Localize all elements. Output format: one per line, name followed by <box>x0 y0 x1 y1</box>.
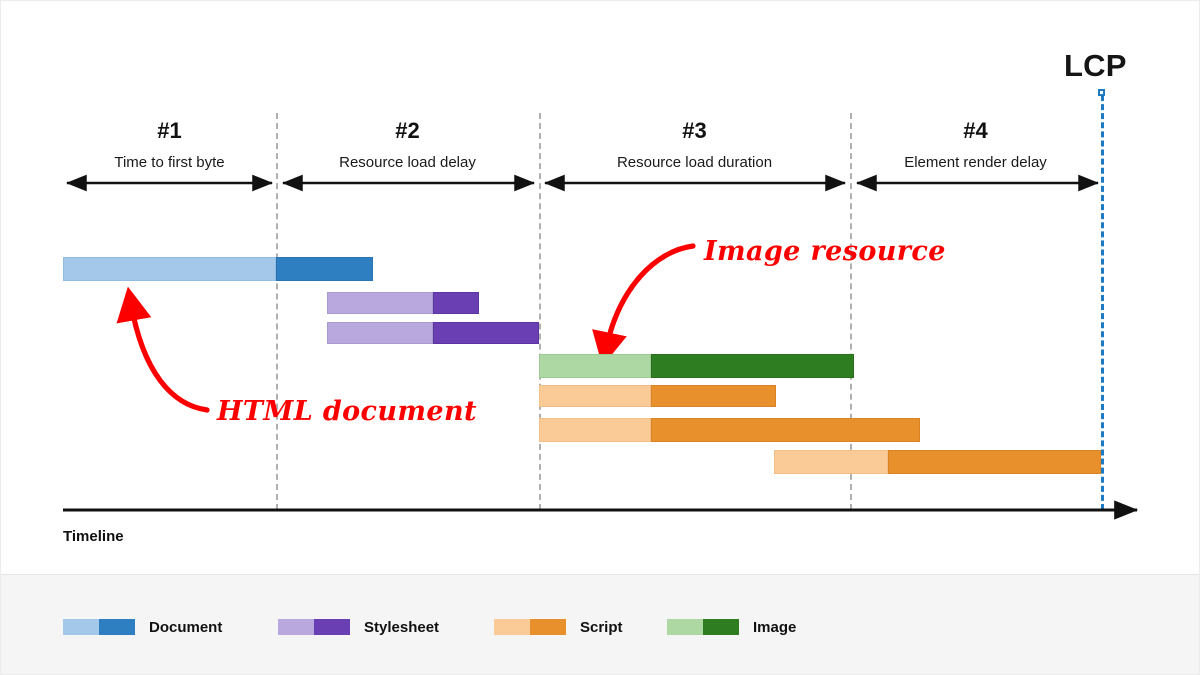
legend-panel: Document Stylesheet Script Image <box>1 574 1199 674</box>
annotation-html-document: HTML document <box>217 396 477 427</box>
phase-divider-3 <box>850 113 852 510</box>
legend-item-stylesheet: Stylesheet <box>278 618 439 636</box>
phase-header-2: #2 Resource load delay <box>276 118 539 171</box>
bar-stylesheet-1 <box>327 292 479 314</box>
phase-header-3: #3 Resource load duration <box>539 118 850 171</box>
phase-divider-2 <box>539 113 541 510</box>
bar-segment-dark <box>888 450 1101 474</box>
bar-segment-light <box>327 292 433 314</box>
bar-segment-dark <box>651 385 776 407</box>
bar-segment-dark <box>276 257 373 281</box>
bar-segment-dark <box>433 322 539 344</box>
phase-name-2: Resource load delay <box>339 154 476 171</box>
html-document-callout-arrow <box>116 286 210 413</box>
bar-segment-dark <box>433 292 479 314</box>
diagram-overlay <box>63 174 1139 520</box>
phase-name-1: Time to first byte <box>114 154 225 171</box>
bar-segment-light <box>774 450 888 474</box>
phase-divider-1 <box>276 113 278 510</box>
plot-area: LCP #1 Time to first byte #2 Resource lo… <box>1 1 1199 574</box>
script-swatch-icon <box>494 619 566 635</box>
bar-segment-light <box>539 385 651 407</box>
legend-item-document: Document <box>63 618 222 636</box>
bar-script-1 <box>539 385 776 407</box>
bar-segment-light <box>539 354 651 378</box>
bar-segment-light <box>63 257 276 281</box>
legend-label-image: Image <box>753 618 797 636</box>
phase-number-1: #1 <box>157 118 182 143</box>
bar-script-2 <box>539 418 920 442</box>
bar-html-document <box>63 257 373 281</box>
phase-header-1: #1 Time to first byte <box>63 118 276 171</box>
bar-stylesheet-2 <box>327 322 539 344</box>
lcp-vertical-line <box>1101 95 1104 510</box>
phase-number-4: #4 <box>963 118 988 143</box>
bar-segment-light <box>539 418 651 442</box>
phase-number-2: #2 <box>395 118 420 143</box>
document-swatch-icon <box>63 619 135 635</box>
legend-label-stylesheet: Stylesheet <box>364 618 440 636</box>
annotation-image-resource: Image resource <box>704 236 946 267</box>
legend-label-script: Script <box>580 618 623 636</box>
phase-name-4: Element render delay <box>904 154 1047 171</box>
phase-name-3: Resource load duration <box>616 154 773 171</box>
bar-image-resource <box>539 354 854 378</box>
phase-number-3: #3 <box>682 118 707 143</box>
legend-item-image: Image <box>667 618 796 636</box>
timeline-axis-label: Timeline <box>63 528 124 545</box>
legend-label-document: Document <box>149 618 223 636</box>
stylesheet-swatch-icon <box>278 619 350 635</box>
image-resource-callout-arrow <box>592 243 696 367</box>
bar-segment-dark <box>651 354 854 378</box>
legend-item-script: Script <box>494 618 623 636</box>
bar-segment-dark <box>651 418 920 442</box>
bar-script-3 <box>774 450 1101 474</box>
image-swatch-icon <box>667 619 739 635</box>
bar-segment-light <box>327 322 433 344</box>
phase-header-4: #4 Element render delay <box>850 118 1101 171</box>
lcp-label: LCP <box>1064 48 1127 83</box>
